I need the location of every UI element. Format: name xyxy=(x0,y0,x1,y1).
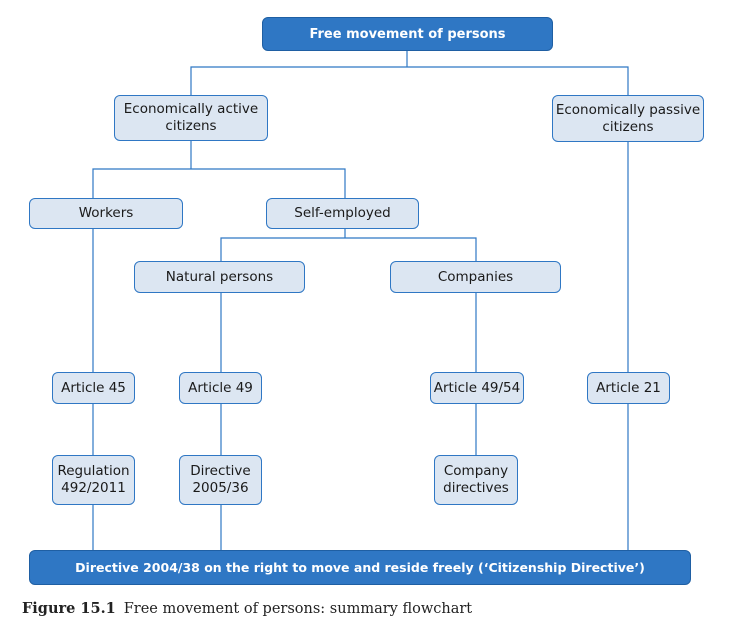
connector-active-branches xyxy=(92,168,346,199)
node-free-movement: Free movement of persons xyxy=(262,17,553,51)
node-self-employed: Self-employed xyxy=(266,198,419,229)
node-article-21: Article 21 xyxy=(587,372,670,404)
node-regulation-492-2011: Regulation 492/2011 xyxy=(52,455,135,505)
node-economically-passive: Economically passive citizens xyxy=(552,95,704,142)
figure-caption: Figure 15.1 Free movement of persons: sum… xyxy=(22,600,472,617)
node-citizenship-directive: Directive 2004/38 on the right to move a… xyxy=(29,550,691,585)
figure-caption-text: Free movement of persons: summary flowch… xyxy=(123,601,473,617)
node-workers: Workers xyxy=(29,198,183,229)
node-natural-persons: Natural persons xyxy=(134,261,305,293)
connector-root-branches xyxy=(190,66,629,96)
node-article-45: Article 45 xyxy=(52,372,135,404)
node-economically-active: Economically active citizens xyxy=(114,95,268,141)
node-article-49: Article 49 xyxy=(179,372,262,404)
node-company-directives: Company directives xyxy=(434,455,518,505)
node-directive-2005-36: Directive 2005/36 xyxy=(179,455,262,505)
node-companies: Companies xyxy=(390,261,561,293)
figure-number: Figure 15.1 xyxy=(22,600,116,617)
node-article-49-54: Article 49/54 xyxy=(430,372,524,404)
connector-self-employed-branches xyxy=(220,237,477,262)
